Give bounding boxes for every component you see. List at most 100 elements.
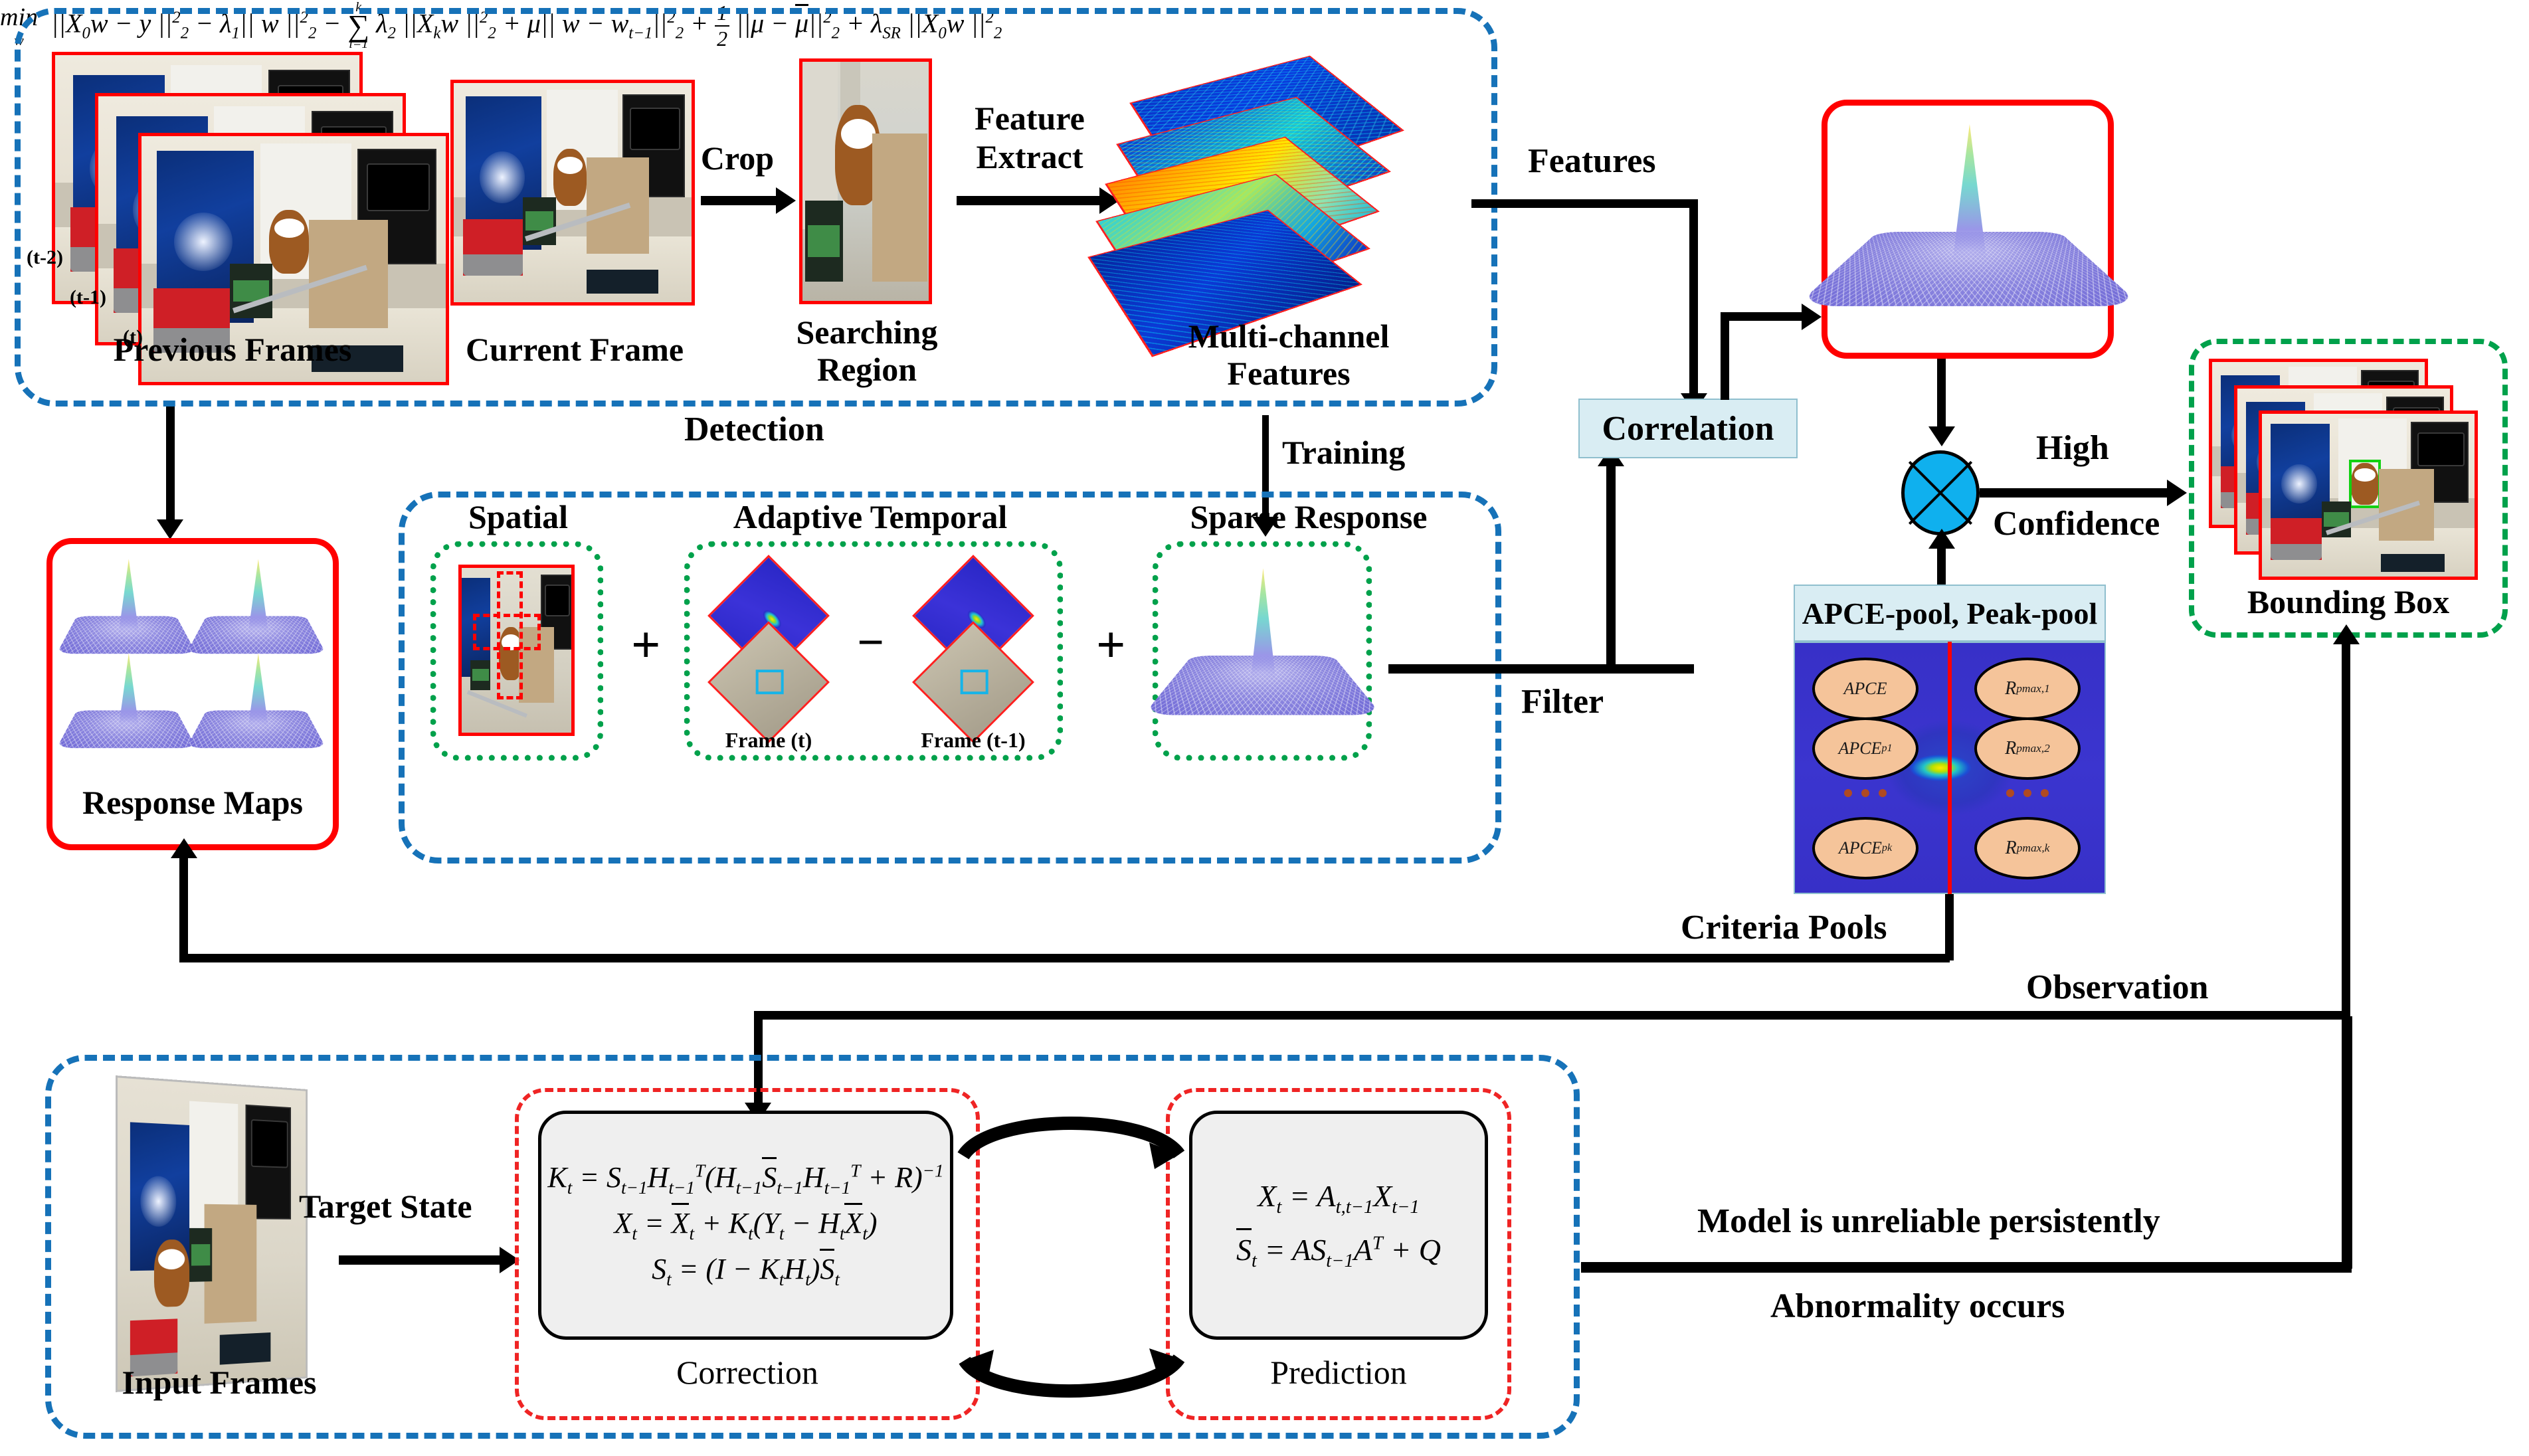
- frame-t-label: Frame (t): [725, 728, 812, 752]
- target-state-label: Target State: [299, 1188, 472, 1225]
- prediction-equation-box: Xt = At,t−1Xt−1 St = ASt−1AT + Q: [1189, 1111, 1488, 1340]
- pool-item-rmax-2-sub: max,2: [2021, 742, 2050, 755]
- multi-channel-feature-stack: [1087, 37, 1468, 357]
- response-map-4: [185, 651, 326, 771]
- correction-equation-1: Kt = St−1Ht−1T(Ht−1St−1Ht−1T + R)−1: [547, 1157, 944, 1198]
- arrowhead-into-responsemaps: [157, 519, 183, 539]
- criteria-pool-title: APCE-pool, Peak-pool: [1802, 596, 2098, 630]
- correction-equation-2: Xt = Xt + Kt(Yt − HtXt): [614, 1202, 878, 1243]
- arrowhead-multiply-to-bbox: [2167, 480, 2187, 506]
- input-frames-label: Input Frames: [122, 1364, 317, 1401]
- searching-region-photo: [799, 58, 932, 304]
- arrowhead-into-peak-response: [1802, 304, 1822, 330]
- correlation-box[interactable]: Correlation: [1578, 399, 1798, 458]
- prediction-equation-1: Xt = At,t−1Xt−1: [1258, 1179, 1420, 1218]
- pool-item-rmax-k-sup: p: [2016, 842, 2023, 854]
- line-observation-h: [754, 1011, 2348, 1020]
- arrow-feature-extract: [957, 196, 1103, 205]
- line-correlation-out-v: [1721, 312, 1729, 400]
- correction-label: Correction: [676, 1354, 818, 1391]
- arrowhead-pool-to-multiply: [1928, 529, 1955, 549]
- line-filter-v: [1606, 465, 1616, 668]
- response-map-1: [56, 557, 197, 676]
- feedback-line-2: Abnormality occurs: [1770, 1287, 2065, 1325]
- crop-arrow-label: Crop: [700, 139, 775, 177]
- bounding-box-label: Bounding Box: [2247, 583, 2450, 620]
- correction-equation-box: Kt = St−1Ht−1T(Ht−1St−1Ht−1T + R)−1 Xt =…: [538, 1111, 953, 1340]
- response-map-3: [56, 651, 197, 771]
- line-observation-down: [754, 1011, 763, 1111]
- response-maps-container: [47, 538, 339, 850]
- feature-extract-label-line1: Feature: [975, 100, 1085, 137]
- spatial-container: [430, 541, 603, 761]
- line-detection-to-responsemaps: [166, 407, 175, 526]
- line-correlation-out-h: [1721, 312, 1807, 321]
- arrowhead-pool-feedback: [171, 838, 197, 858]
- input-frames-photo: [115, 1075, 308, 1392]
- adaptive-temporal-label: Adaptive Temporal: [733, 498, 1008, 535]
- pool-item-rmax-1-sup: p: [2016, 682, 2022, 695]
- frame-tag-t-1: (t-1): [70, 286, 106, 308]
- line-pool-feedback-v: [1945, 894, 1954, 960]
- confidence-label: Confidence: [1993, 505, 2160, 543]
- arrow-target-state: [339, 1255, 505, 1265]
- kalman-module-container: [45, 1055, 1580, 1439]
- response-map-2: [185, 557, 326, 676]
- line-features-v: [1689, 199, 1698, 399]
- prediction-label: Prediction: [1270, 1354, 1407, 1391]
- correction-prediction-cycle: [957, 1117, 1185, 1398]
- prediction-container: [1166, 1088, 1511, 1420]
- current-frame-photo: [450, 80, 695, 306]
- observation-label: Observation: [2026, 968, 2209, 1006]
- correction-container: [515, 1088, 980, 1420]
- feature-extract-label-line2: Extract: [976, 138, 1083, 175]
- spatial-label: Spatial: [468, 498, 569, 535]
- operator-minus: −: [857, 616, 885, 669]
- arrowhead-observation: [2333, 624, 2360, 644]
- operator-plus-2: +: [1096, 616, 1126, 674]
- arrow-training-v: [1262, 415, 1269, 521]
- frame-t-minus-1-label: Frame (t-1): [921, 728, 1026, 752]
- multi-channel-label-line1: Multi-channel: [1188, 318, 1390, 355]
- filter-label: Filter: [1521, 683, 1604, 721]
- correlation-label: Correlation: [1602, 409, 1774, 448]
- pool-item-apce: APCE: [1812, 658, 1919, 720]
- pool-item-rmax-k-sub: max,k: [2022, 842, 2050, 854]
- line-feedback-up: [2342, 1016, 2352, 1269]
- pool-item-apce-pk-sup: p: [1881, 842, 1887, 854]
- correction-equation-3: St = (I − KtHt)St: [652, 1248, 840, 1289]
- adaptive-temporal-container: [684, 541, 1063, 761]
- line-pool-feedback-up: [179, 857, 188, 956]
- line-filter-h: [1388, 664, 1694, 674]
- criteria-pool-title-bar: APCE-pool, Peak-pool: [1794, 585, 2106, 642]
- previous-frame-t: [138, 133, 449, 385]
- pool-item-apce-pk-sub: k: [1887, 842, 1893, 854]
- pool-item-rmax-2-sup: p: [2016, 742, 2022, 755]
- pool-item-rmax-k-base: R: [2005, 838, 2017, 858]
- arrow-crop: [701, 196, 779, 205]
- arrowhead-peak-to-multiply: [1928, 426, 1955, 446]
- predicted-bounding-box: [2349, 459, 2382, 509]
- operator-plus-1: +: [631, 616, 661, 674]
- multiply-node[interactable]: [1901, 450, 1980, 535]
- multi-channel-label-line2: Features: [1227, 355, 1351, 392]
- sparse-response-label: Sparse Response: [1190, 498, 1428, 535]
- high-label: High: [2036, 429, 2109, 467]
- arrowhead-training: [1252, 517, 1279, 537]
- line-peak-to-multiply: [1937, 359, 1946, 432]
- pool-item-apce-p1-sub: 1: [1887, 743, 1893, 754]
- training-module-container: [399, 492, 1501, 864]
- pool-left-ellipsis: [1844, 789, 1887, 797]
- response-maps-label: Response Maps: [82, 784, 303, 821]
- searching-region-label-line2: Region: [817, 351, 917, 388]
- line-feedback-h: [1581, 1262, 2352, 1273]
- searching-region-label-line1: Searching: [796, 314, 938, 351]
- pool-item-apce-p1-sup: p: [1881, 743, 1887, 754]
- prediction-equation-2: St = ASt−1AT + Q: [1236, 1228, 1441, 1271]
- peak-response-surface: [1795, 120, 2142, 339]
